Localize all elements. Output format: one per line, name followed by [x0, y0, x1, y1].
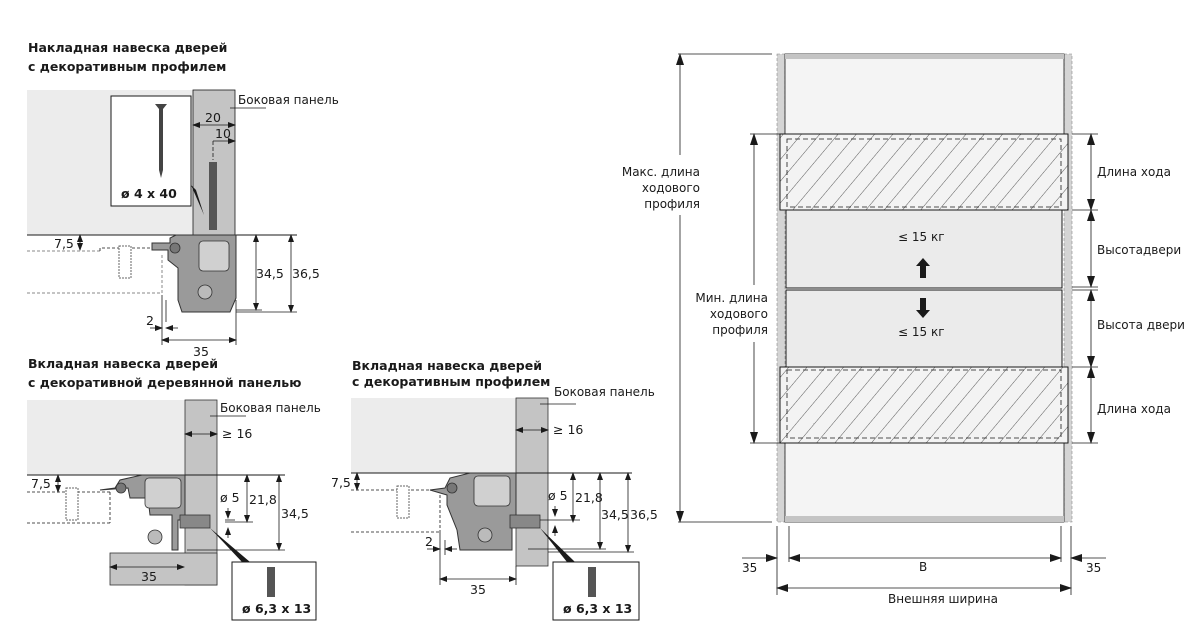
screw-icon [588, 567, 596, 597]
travel-zone-bottom [779, 366, 1069, 444]
runner-profile [429, 472, 541, 551]
diagram3-title-line1: Вкладная навеска дверей [352, 358, 542, 373]
diagram2-title-line2: с декоративной деревянной панелью [28, 375, 301, 390]
bottom-fixed-panel [784, 442, 1065, 523]
diagram1-dim-10: 10 [215, 126, 231, 141]
outer-width-label: Внешняя ширина [888, 592, 998, 606]
diagram2-dim-35: 35 [141, 569, 157, 584]
diagram3-side-panel-label: Боковая панель [554, 385, 655, 399]
width-dim-right: 35 [1086, 561, 1101, 575]
diagram3-dim-7-5: 7,5 [331, 475, 351, 490]
diagram1-dim-2: 2 [146, 313, 154, 328]
runner-profile [151, 234, 237, 313]
max-length-line1: Макс. длина [622, 165, 700, 179]
dowel-icon [65, 487, 79, 521]
right-side-rail [1063, 53, 1073, 523]
diagram-inset-door-wood-panel: Вкладная навеска дверей с декоративной д… [27, 356, 321, 621]
diagram-overlay-door-profile: Накладная навеска дверей с декоративным … [27, 40, 339, 359]
dowel-icon [118, 245, 132, 279]
diagram2-title-line1: Вкладная навеска дверей [28, 356, 218, 371]
travel-length-top: Длина хода [1097, 165, 1171, 179]
travel-zone-top [779, 133, 1069, 211]
max-length-line3: профиля [644, 197, 700, 211]
screw-icon [267, 567, 275, 597]
screw-icon [179, 514, 211, 529]
diagram3-title-line2: с декоративным профилем [352, 374, 550, 389]
screw-icon [509, 514, 541, 529]
diagram1-dim-20: 20 [205, 110, 221, 125]
diagram3-screw-label: ø 6,3 x 13 [563, 601, 632, 616]
dowel-icon [396, 485, 410, 519]
screw-icon [155, 104, 167, 178]
diagram2-dim-21-8: 21,8 [249, 492, 277, 507]
arrow-up-icon [916, 258, 930, 278]
diagram1-title-line1: Накладная навеска дверей [28, 40, 227, 55]
diagram3-dim-35: 35 [470, 582, 486, 597]
diagram-inset-door-profile: Вкладная навеска дверей с декоративным п… [331, 358, 658, 621]
diagram3-dim-36-5: 36,5 [630, 507, 658, 522]
diagram1-dim-36-5: 36,5 [292, 266, 320, 281]
diagram3-dim-21-8: 21,8 [575, 490, 603, 505]
diagram2-dim-34-5: 34,5 [281, 506, 309, 521]
load-bottom-label: ≤ 15 кг [898, 325, 945, 339]
diagram1-screw-label: ø 4 x 40 [121, 186, 177, 201]
width-dim-left: 35 [742, 561, 757, 575]
cabinet-front-view: ≤ 15 кг ≤ 15 кг Макс. длина ходового про… [622, 53, 1185, 606]
load-top-label: ≤ 15 кг [898, 230, 945, 244]
arrow-down-icon [916, 298, 930, 318]
diagram1-title-line2: с декоративным профилем [28, 59, 226, 74]
left-side-rail [776, 53, 786, 523]
door-panel [27, 400, 185, 475]
screw-callout-box [110, 95, 192, 207]
door-height-bottom: Высота двери [1097, 318, 1185, 332]
diagram1-side-panel-label: Боковая панель [238, 93, 339, 107]
diagram2-dim-5: ø 5 [220, 490, 240, 505]
top-fixed-panel [784, 53, 1065, 135]
diagram3-dim-5: ø 5 [548, 488, 568, 503]
diagram3-dim-34-5: 34,5 [601, 507, 629, 522]
diagram1-dim-34-5: 34,5 [256, 266, 284, 281]
min-length-line2: ходового [710, 307, 768, 321]
diagram1-dim-7-5: 7,5 [54, 236, 74, 251]
diagram2-screw-label: ø 6,3 x 13 [242, 601, 311, 616]
min-length-line3: профиля [712, 323, 768, 337]
diagram1-dim-35: 35 [193, 344, 209, 359]
diagram2-side-panel-label: Боковая панель [220, 401, 321, 415]
side-panel [515, 397, 549, 567]
diagram2-dim-16: ≥ 16 [222, 426, 252, 441]
wood-panel [109, 552, 218, 586]
screw-icon [209, 162, 217, 230]
width-dim-b: B [919, 560, 927, 574]
door-panel [351, 398, 516, 473]
travel-length-bottom: Длина хода [1097, 402, 1171, 416]
diagram2-dim-7-5: 7,5 [31, 476, 51, 491]
diagram3-dim-2: 2 [425, 534, 433, 549]
runner-profile [99, 474, 211, 551]
diagram3-dim-16: ≥ 16 [553, 422, 583, 437]
door-height-top: Высотадвери [1097, 243, 1181, 257]
max-length-line2: ходового [642, 181, 700, 195]
min-length-line1: Мин. длина [695, 291, 768, 305]
